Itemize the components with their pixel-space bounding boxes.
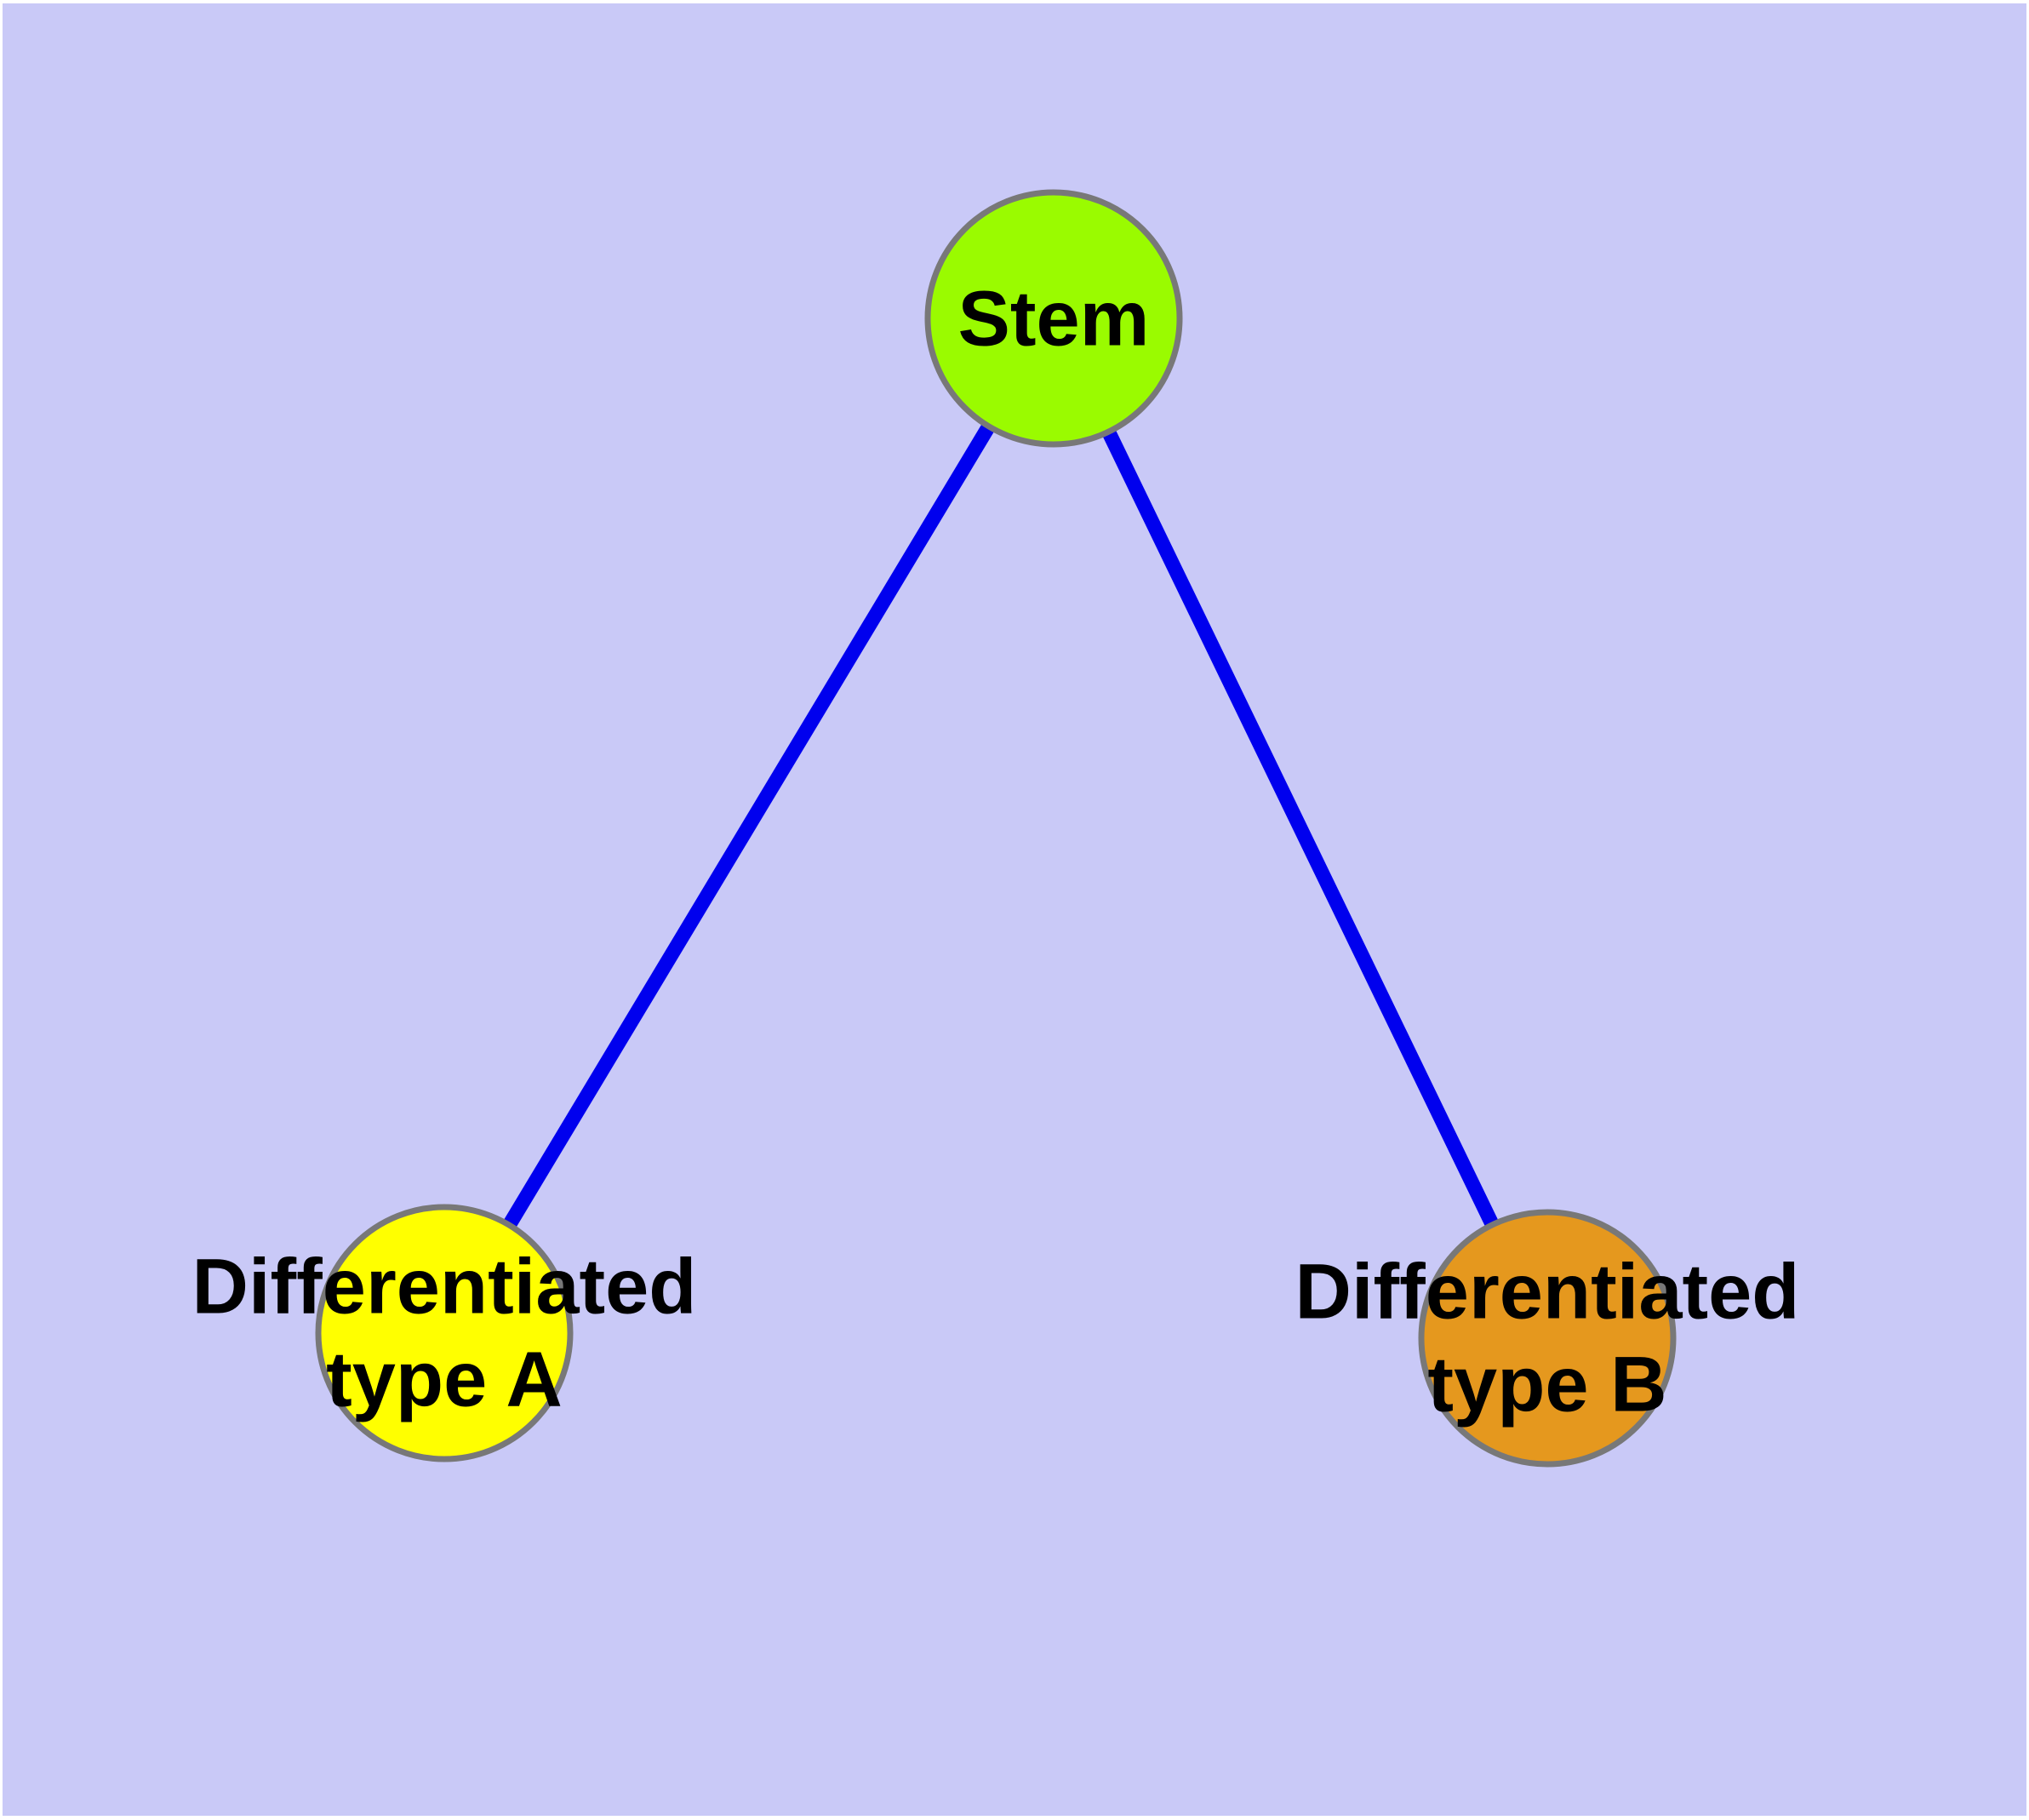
edge-stem-to-type-a [437, 314, 1060, 1337]
node-circle-differentiated-type-b [1418, 1209, 1677, 1468]
node-label-differentiated-type-a: Differentiated type A [191, 1243, 697, 1423]
edge-stem-to-type-b [1047, 315, 1554, 1342]
node-circle-stem [924, 189, 1183, 448]
node-circle-differentiated-type-a [315, 1204, 574, 1462]
node-label-differentiated-type-b: Differentiated type B [1295, 1248, 1800, 1428]
node-label-stem: Stem [957, 275, 1150, 363]
